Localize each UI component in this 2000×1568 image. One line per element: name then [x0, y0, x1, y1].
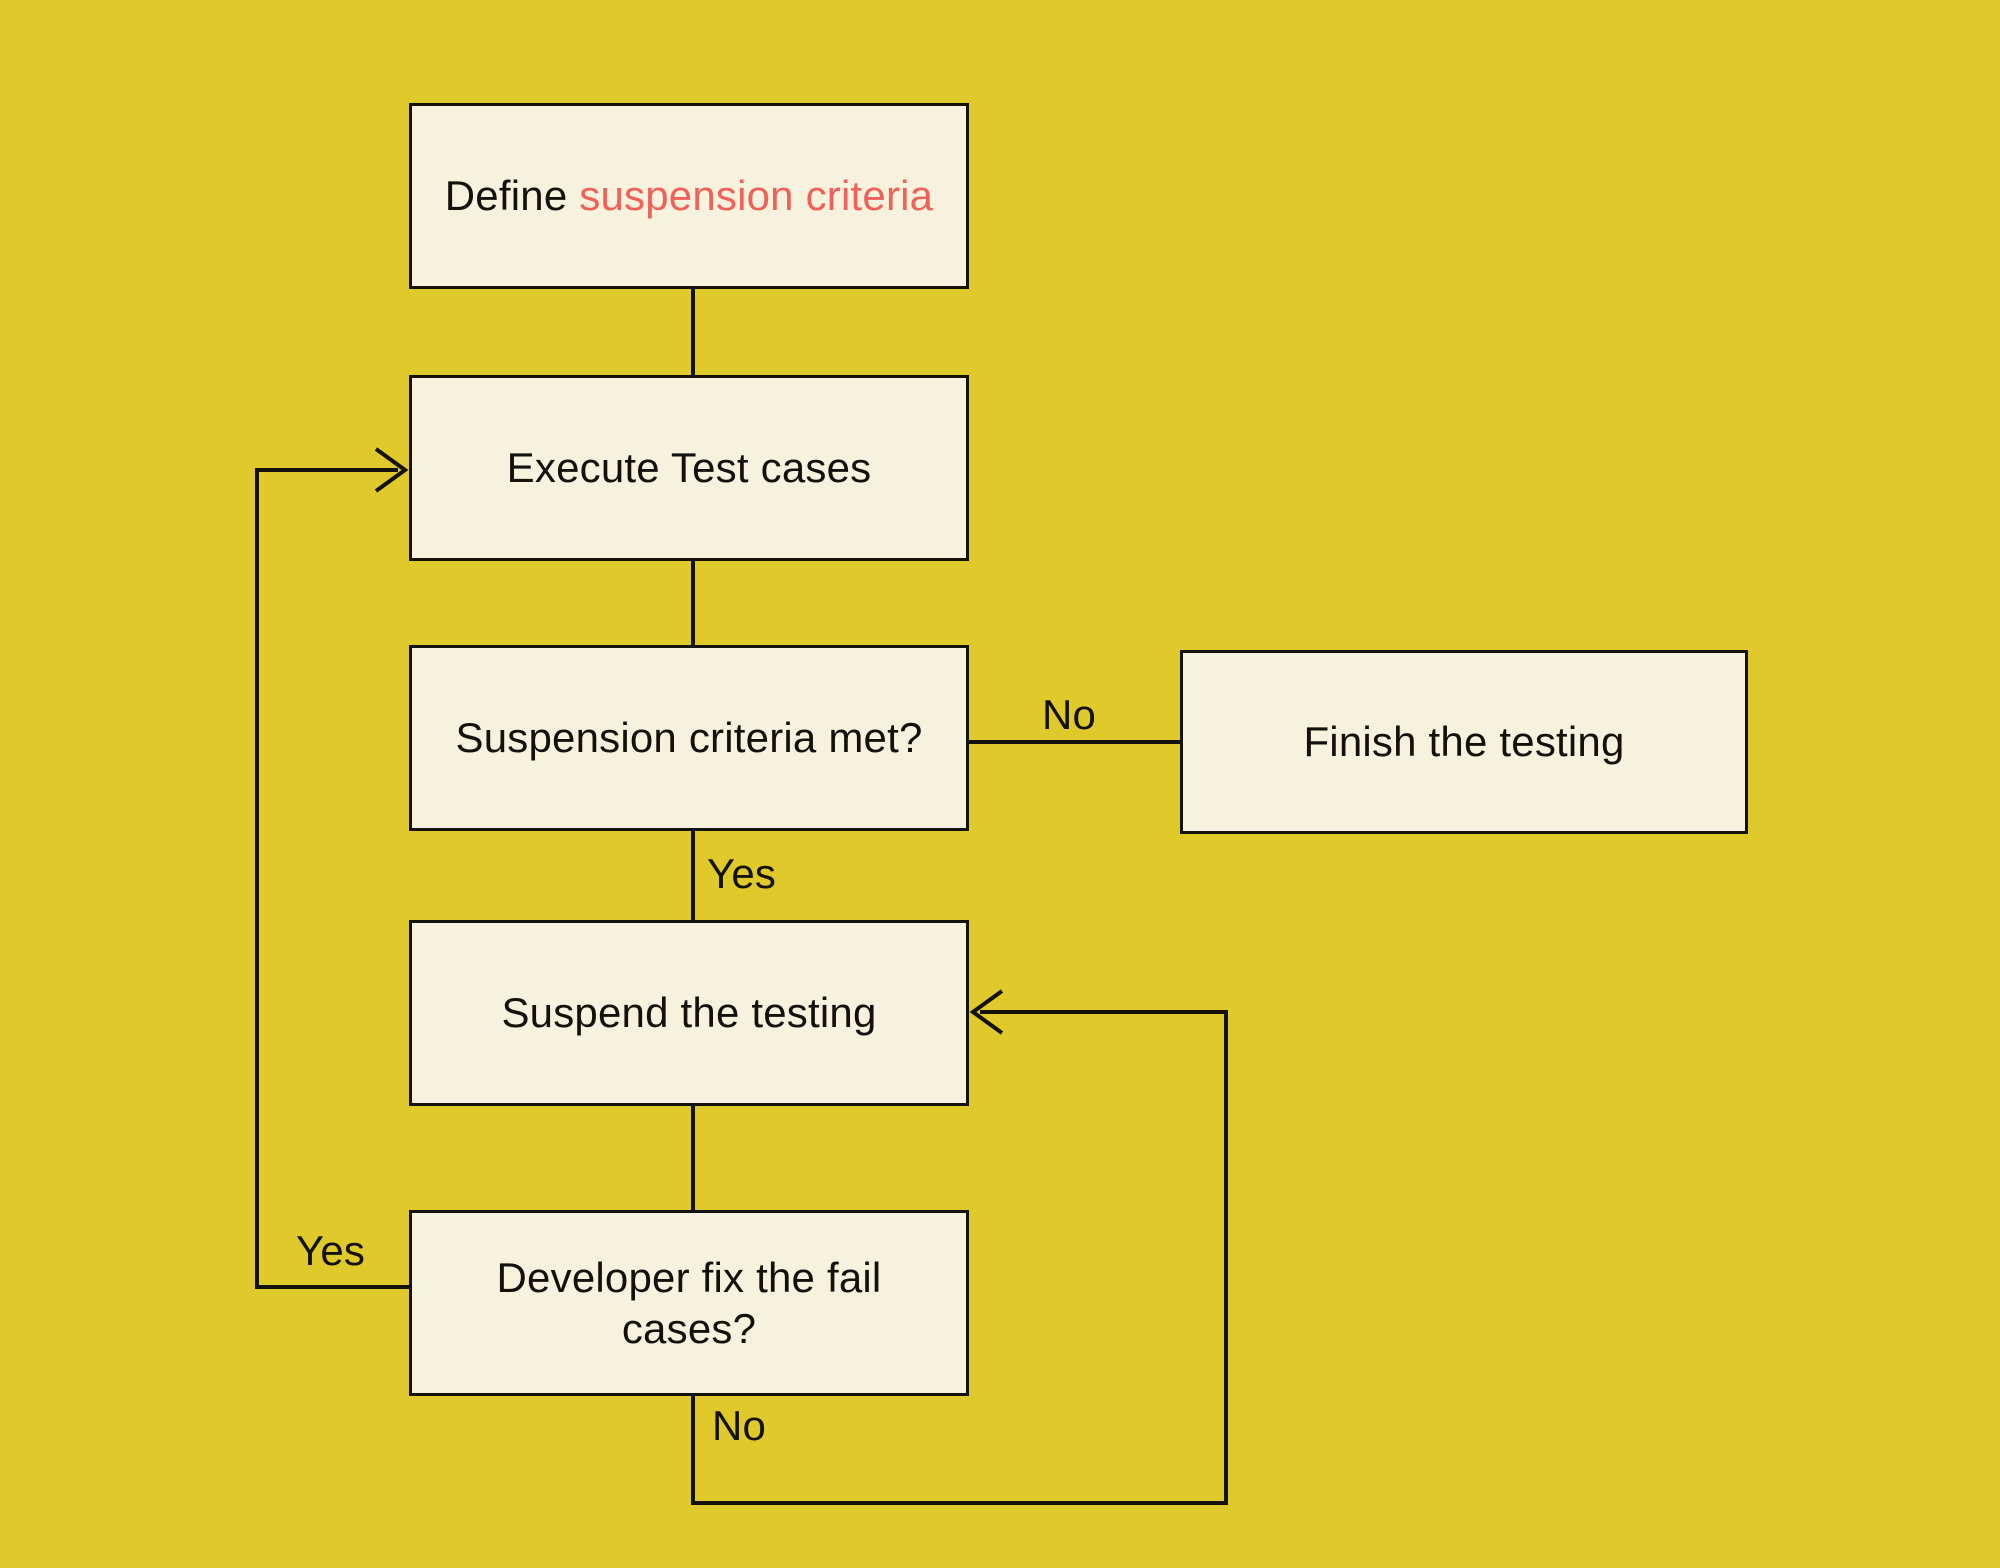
arrowhead-into-execute	[374, 447, 409, 493]
arrowhead-into-suspend	[969, 989, 1004, 1035]
node-define-label: Define suspension criteria	[445, 170, 933, 221]
node-define-accent: suspension criteria	[579, 172, 934, 220]
node-execute-label: Execute Test cases	[506, 444, 872, 492]
edge-label-yes-criteria: Yes	[707, 850, 777, 897]
node-suspension-criteria-met[interactable]: Suspension criteria met?	[409, 645, 969, 831]
node-suspend-the-testing[interactable]: Suspend the testing	[409, 920, 969, 1106]
node-criteria-label: Suspension criteria met?	[455, 714, 923, 762]
edge-label-yes-devfix: Yes	[296, 1227, 366, 1274]
node-finish-label: Finish the testing	[1303, 718, 1625, 766]
node-define-prefix: Define	[444, 172, 580, 220]
node-devfix-label: Developer fix the fail cases?	[496, 1253, 882, 1352]
node-suspend-label: Suspend the testing	[501, 989, 877, 1037]
edge-devfix-to-execute	[255, 468, 409, 1289]
edge-label-no-criteria: No	[1042, 691, 1097, 738]
node-define-suspension-criteria[interactable]: Define suspension criteria	[409, 103, 969, 289]
edge-label-no-devfix: No	[712, 1402, 767, 1449]
node-execute-test-cases[interactable]: Execute Test cases	[409, 375, 969, 561]
node-developer-fix-the-fail-cases[interactable]: Developer fix the fail cases?	[409, 1210, 969, 1396]
node-finish-the-testing[interactable]: Finish the testing	[1180, 650, 1748, 834]
